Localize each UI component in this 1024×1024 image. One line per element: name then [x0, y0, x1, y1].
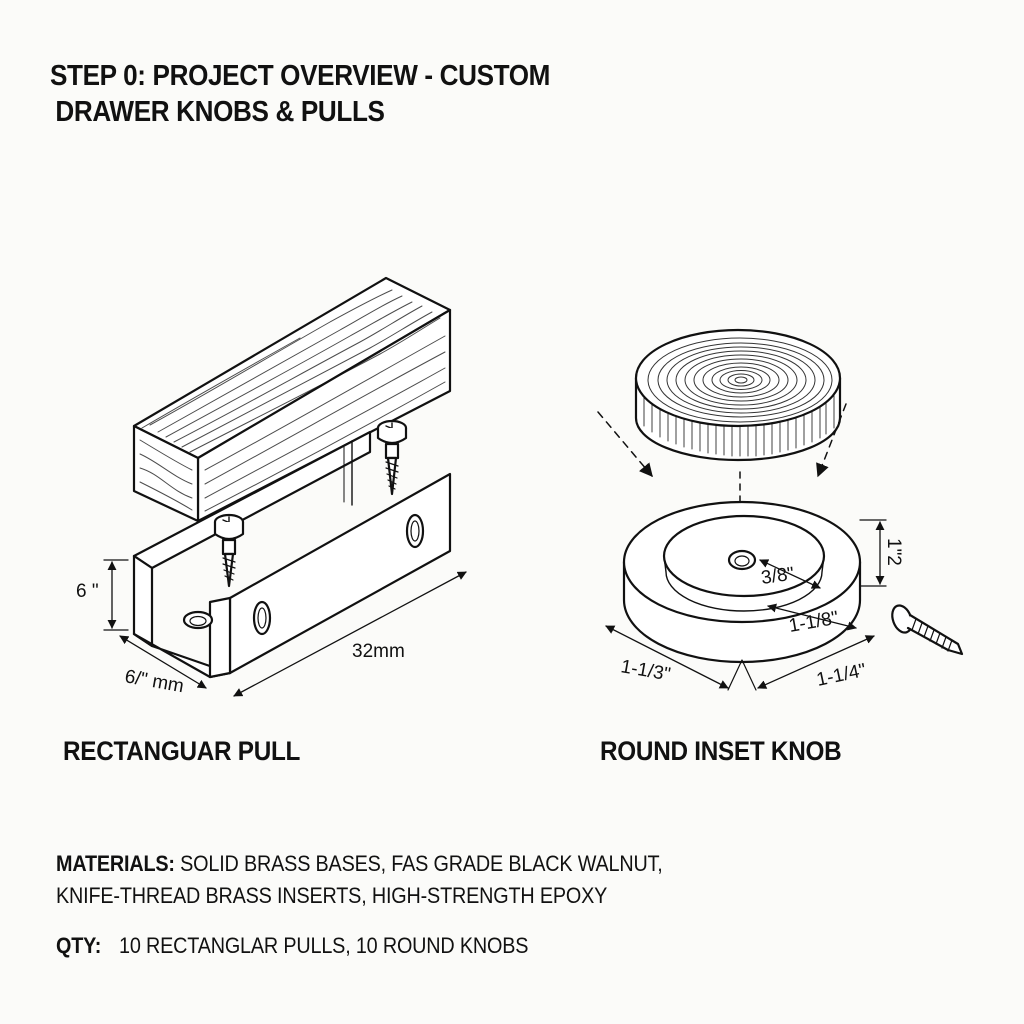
knob-dim-outer-right: 1-1/4": [815, 660, 868, 691]
wood-bar: [132, 276, 452, 523]
pull-caption: RECTANGUAR PULL: [63, 736, 301, 766]
qty-label: QTY:: [56, 933, 102, 958]
round-knob-drawing: [597, 328, 964, 691]
pull-dim-height: 6 ": [76, 581, 99, 602]
wood-cap: [634, 328, 842, 462]
materials-note: MATERIALS: SOLID BRASS BASES, FAS GRADE …: [56, 848, 663, 912]
knob-dim-outer-left: 1-1/3": [619, 656, 672, 685]
knob-dimensions: [605, 519, 887, 691]
knob-screw: [891, 604, 964, 656]
materials-line-2: KNIFE-THREAD BRASS INSERTS, HIGH-STRENGT…: [56, 883, 608, 908]
pull-screw-left: [213, 513, 245, 588]
rectangular-pull-drawing: [103, 276, 467, 697]
knob-dim-height: 1"2: [883, 538, 904, 566]
brass-base: [622, 500, 862, 664]
materials-line-1: SOLID BRASS BASES, FAS GRADE BLACK WALNU…: [174, 851, 663, 876]
knob-dim-hole: 3/8": [760, 564, 796, 589]
pull-screw-right: [376, 419, 408, 496]
page-title: STEP 0: PROJECT OVERVIEW - CUSTOM DRAWER…: [50, 58, 550, 130]
knob-caption: ROUND INSET KNOB: [600, 736, 842, 766]
title-line-2: DRAWER KNOBS & PULLS: [55, 96, 385, 128]
quantity-note: QTY: 10 RECTANGLAR PULLS, 10 ROUND KNOBS: [56, 930, 528, 962]
title-line-1: STEP 0: PROJECT OVERVIEW - CUSTOM: [50, 60, 551, 92]
pull-dimensions: [103, 559, 467, 697]
materials-label: MATERIALS:: [56, 851, 175, 876]
pull-dim-width: 6/" mm: [123, 666, 185, 697]
qty-text: 10 RECTANGLAR PULLS, 10 ROUND KNOBS: [119, 933, 529, 958]
pull-dim-length: 32mm: [352, 641, 405, 662]
